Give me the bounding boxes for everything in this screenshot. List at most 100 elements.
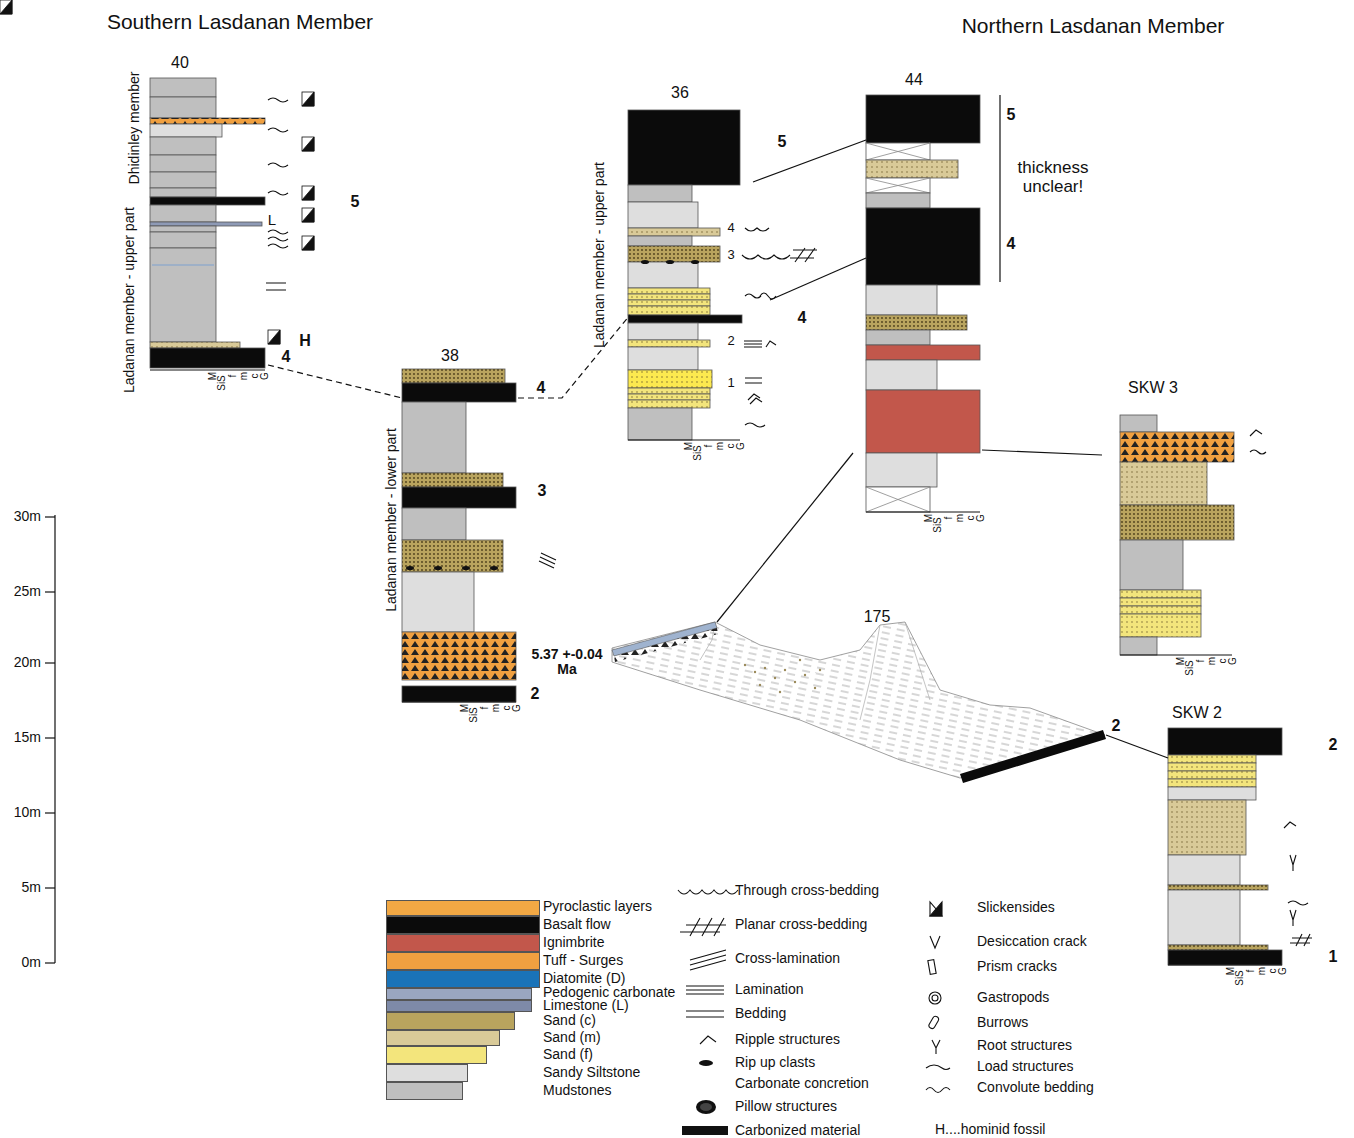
rock-texture xyxy=(1168,763,1256,771)
rip-up-clast xyxy=(490,566,498,570)
rock-layer xyxy=(150,232,216,248)
grain-size-letter: m xyxy=(714,442,725,450)
grain-size-letter: f xyxy=(1195,660,1206,663)
rock-layer xyxy=(628,294,710,300)
rock-texture xyxy=(628,340,710,347)
rock-layer xyxy=(1120,432,1234,462)
legend-swatch xyxy=(386,952,540,970)
callout-number: 3 xyxy=(727,248,734,262)
callout-number: 30m xyxy=(14,509,41,524)
rock-layer xyxy=(1120,637,1157,655)
grain-size-letter: m xyxy=(1256,967,1267,975)
callout-number: 2 xyxy=(1329,736,1338,754)
rock-layer xyxy=(866,160,958,178)
legend-symbols xyxy=(678,890,950,1093)
grain-size-letter: G xyxy=(735,442,746,450)
unclear-interval xyxy=(866,178,930,193)
rock-layer xyxy=(1168,945,1268,950)
section-heading: Southern Lasdanan Member xyxy=(107,10,373,33)
unclear-interval xyxy=(866,143,930,160)
member-label: Ladanan member - upper part xyxy=(592,162,607,348)
rock-layer xyxy=(402,632,516,680)
grain-size-letter: c xyxy=(249,374,260,379)
rock-texture xyxy=(1168,771,1256,779)
callout-number: 44 xyxy=(905,71,923,89)
legend-text: Ripple structures xyxy=(735,1032,840,1047)
rock-layer xyxy=(628,370,712,388)
legend-swatch xyxy=(386,934,540,952)
legend-swatch xyxy=(386,916,540,934)
rock-layer xyxy=(1120,590,1201,598)
grain-size-letter: c xyxy=(1267,969,1278,974)
rock-layer xyxy=(150,348,265,368)
grain-size-letter: SiS xyxy=(692,445,703,461)
callout-number: 4 xyxy=(1007,235,1016,253)
rock-layer xyxy=(402,686,516,702)
rock-texture xyxy=(628,370,712,388)
legend-swatch xyxy=(386,970,540,988)
member-label: Ladanan member - upper part xyxy=(122,207,137,393)
rock-texture xyxy=(866,160,958,178)
callout-number: 4 xyxy=(798,309,807,327)
legend-swatch xyxy=(386,1012,515,1030)
rock-texture xyxy=(628,388,710,394)
callout-number: 4 xyxy=(727,221,734,235)
legend-fills xyxy=(682,1060,728,1135)
rock-layer xyxy=(150,172,216,188)
rip-up-clast xyxy=(666,260,674,264)
rock-layer xyxy=(150,205,216,222)
rock-texture xyxy=(628,306,710,315)
rock-layer xyxy=(150,137,216,155)
rock-layer xyxy=(866,95,980,143)
rock-layer xyxy=(1168,950,1282,965)
grain-size-letter: m xyxy=(954,514,965,522)
grain-size-letter: c xyxy=(501,706,512,711)
rock-texture xyxy=(1168,779,1256,787)
rock-layer xyxy=(1120,606,1201,614)
rock-layer xyxy=(150,226,216,232)
grain-size-letter: f xyxy=(227,375,238,378)
grain-size-letter: G xyxy=(1227,657,1238,665)
member-label: Ladanan member - lower part xyxy=(384,428,399,612)
callout-number: 175 xyxy=(864,608,891,626)
rock-layer xyxy=(1168,787,1256,800)
grain-size-letter: f xyxy=(703,445,714,448)
rip-up-clast xyxy=(641,260,649,264)
callout-number: 5 xyxy=(778,133,787,151)
callout-number: 40 xyxy=(171,54,189,72)
legend-swatch xyxy=(386,1082,463,1100)
legend-text: Tuff - Surges xyxy=(543,953,623,968)
legend-text: Convolute bedding xyxy=(977,1080,1094,1095)
rock-layer xyxy=(866,487,930,512)
rock-layer xyxy=(628,185,692,202)
rock-layer xyxy=(150,248,216,342)
correlation-lines xyxy=(268,95,1168,758)
rock-layer xyxy=(628,246,720,262)
legend-text: Burrows xyxy=(977,1015,1028,1030)
grain-size-letter: SiS xyxy=(468,707,479,723)
rip-up-clast xyxy=(462,566,470,570)
rock-layer xyxy=(866,143,930,160)
diatomite-streak xyxy=(152,264,214,265)
rock-layer xyxy=(628,323,698,340)
grain-size-letter: m xyxy=(1206,657,1217,665)
rock-texture xyxy=(150,118,265,124)
callout-number: SKW 3 xyxy=(1128,379,1178,397)
rock-layer xyxy=(1168,800,1246,855)
rock-layer xyxy=(402,402,466,473)
rock-layer xyxy=(1168,728,1282,755)
rock-layer xyxy=(402,540,503,572)
rip-up-clast xyxy=(434,566,442,570)
legend-text: Slickensides xyxy=(977,900,1055,915)
rock-layer xyxy=(628,228,720,236)
rock-layer xyxy=(628,306,710,315)
callout-number: 15m xyxy=(14,730,41,745)
rock-layer xyxy=(628,288,710,294)
legend-text: Root structures xyxy=(977,1038,1072,1053)
rock-layer xyxy=(628,110,740,185)
rock-layer xyxy=(1168,779,1256,787)
rock-layer xyxy=(1168,890,1240,945)
grain-axis xyxy=(150,370,265,371)
legend-text: Bedding xyxy=(735,1006,786,1021)
